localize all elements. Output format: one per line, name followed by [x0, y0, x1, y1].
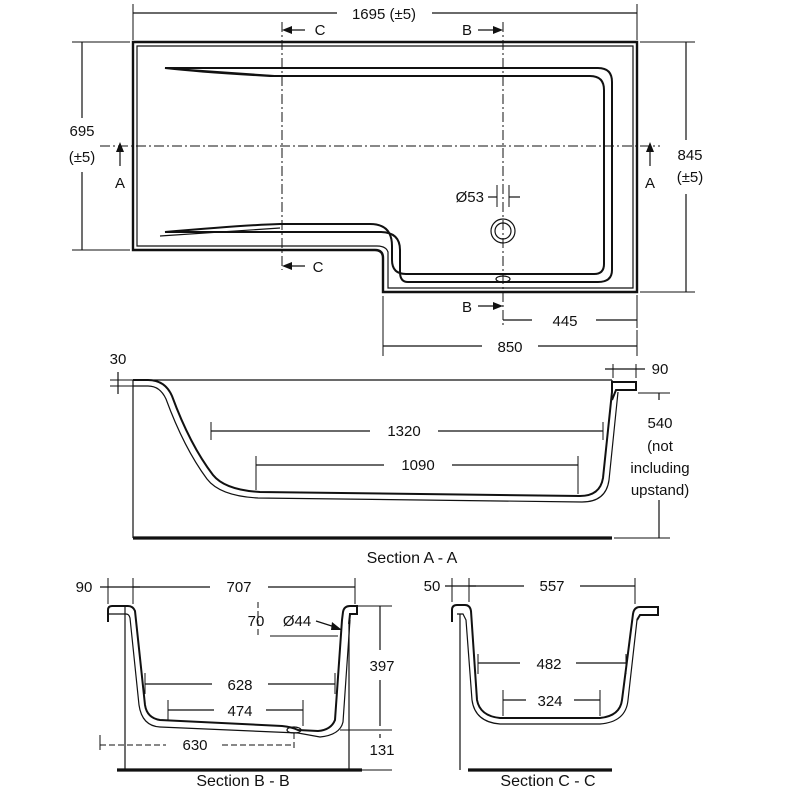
aa-rim-left-label: 30	[110, 351, 127, 368]
waste-diameter-label: Ø53	[456, 189, 484, 206]
section-cc-caption: Section C - C	[500, 773, 595, 790]
narrow-width-label: 695	[69, 123, 94, 140]
bb-base-height-label: 131	[369, 742, 394, 759]
bath-rim-line	[136, 45, 634, 289]
backrest-line-top	[164, 67, 281, 77]
section-arrow-head	[493, 26, 503, 34]
waste-offset-label: 445	[552, 313, 577, 330]
backrest-line-bottom	[159, 227, 281, 237]
bb-depth-label: 397	[369, 658, 394, 675]
aa-depth-line3: including	[630, 460, 689, 477]
section-b-top-label: B	[462, 22, 472, 39]
aa-depth-line2: (not	[647, 438, 674, 455]
bb-rim-label: 90	[76, 579, 93, 596]
section-c-bottom-label: C	[313, 259, 324, 276]
section-cc-view: 50 557 482 324 Section C - C	[424, 578, 659, 790]
leader-arrow-head	[331, 622, 342, 630]
section-c-top-label: C	[315, 22, 326, 39]
aa-inner-floor-length-label: 1090	[401, 457, 434, 474]
narrow-width-tolerance: (±5)	[69, 149, 96, 166]
section-aa-caption: Section A - A	[367, 550, 458, 567]
section-aa-inner-profile	[133, 385, 619, 503]
section-arrow-head	[493, 302, 503, 310]
wide-width-tolerance: (±5)	[677, 169, 704, 186]
section-cc-inner-profile	[457, 613, 638, 725]
cc-top-width-label: 557	[539, 578, 564, 595]
wide-width-label: 845	[677, 147, 702, 164]
cc-floor-width-label: 324	[537, 693, 562, 710]
overall-length-label: 1695 (±5)	[352, 6, 416, 23]
aa-depth-line4: upstand)	[631, 482, 689, 499]
wide-section-length-label: 850	[497, 339, 522, 356]
section-arrow-head	[646, 142, 654, 152]
plan-view: 1695 (±5) Ø53 A A B	[69, 4, 704, 356]
section-cc-outer-profile	[451, 604, 659, 719]
aa-inner-top-length-label: 1320	[387, 423, 420, 440]
section-arrow-head	[282, 262, 292, 270]
bb-floor-width-label: 474	[227, 703, 252, 720]
section-a-right-label: A	[645, 175, 655, 192]
section-aa-view: 30 90 1320 1090 540 (not including upsta…	[110, 351, 690, 567]
section-arrow-head	[116, 142, 124, 152]
bb-overflow-diameter-label: Ø44	[283, 613, 311, 630]
aa-rim-right-label: 90	[652, 361, 669, 378]
section-a-left-label: A	[115, 175, 125, 192]
section-bb-caption: Section B - B	[196, 773, 289, 790]
bb-base-width-label: 630	[182, 737, 207, 754]
section-arrow-head	[282, 26, 292, 34]
aa-depth-line1: 540	[647, 415, 672, 432]
bb-mid-width-label: 628	[227, 677, 252, 694]
section-aa-outer-profile	[133, 379, 637, 498]
bb-overflow-offset-label: 70	[248, 613, 265, 630]
section-bb-inner-profile	[108, 613, 351, 738]
cc-rim-label: 50	[424, 578, 441, 595]
cc-mid-width-label: 482	[536, 656, 561, 673]
section-b-bottom-label: B	[462, 299, 472, 316]
section-bb-view: 90 707 70 Ø44 628 474 630	[76, 578, 395, 790]
bb-top-width-label: 707	[226, 579, 251, 596]
bath-outer-outline	[131, 40, 639, 294]
bath-inner-bowl	[164, 67, 613, 283]
